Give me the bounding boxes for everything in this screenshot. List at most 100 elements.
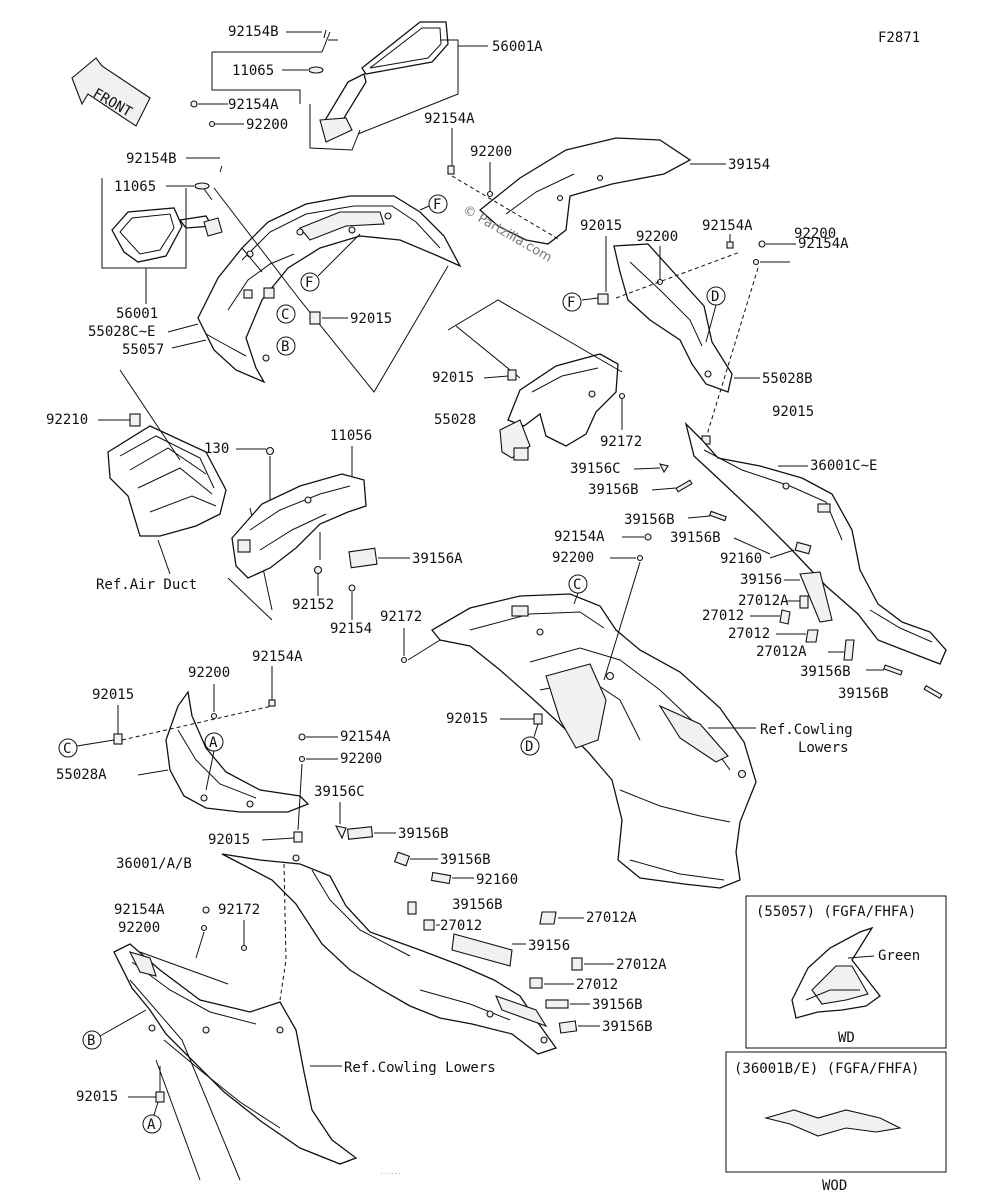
label-39156B: 39156B — [592, 997, 643, 1013]
label-56001A: 56001A — [492, 39, 543, 55]
callout-F — [428, 194, 448, 214]
leader-line — [213, 187, 449, 393]
label-39156C: 39156C — [570, 461, 621, 477]
callout-C — [58, 738, 78, 758]
mirror-right-part — [319, 21, 449, 143]
label-55028C-E: 55028C~E — [88, 324, 155, 340]
label-92015: 92015 — [208, 832, 250, 848]
label-27012A: 27012A — [738, 593, 789, 609]
label-92172: 92172 — [218, 902, 260, 918]
inset-1-note: Green — [878, 948, 920, 964]
label-27012: 27012 — [576, 977, 618, 993]
inner-cover-part — [499, 353, 619, 461]
label-55028: 55028 — [434, 412, 476, 428]
label-55057: 55057 — [122, 342, 164, 358]
label-27012: 27012 — [440, 918, 482, 934]
label-92154A: 92154A — [340, 729, 391, 745]
label-39156B: 39156B — [588, 482, 639, 498]
ref-cowling-lowers: Lowers — [798, 740, 849, 756]
label-11056: 11056 — [330, 428, 372, 444]
inset-1-caption: WD — [838, 1030, 855, 1046]
label-56001: 56001 — [116, 306, 158, 322]
windshield-part — [478, 137, 692, 245]
inset-2-title: (36001B/E) (FGFA/FHFA) — [734, 1061, 919, 1077]
leader-box — [211, 31, 331, 104]
callout-F — [300, 272, 320, 292]
label-39156A: 39156A — [412, 551, 463, 567]
lower-left-cowling-part — [113, 943, 358, 1165]
label-39156B: 39156B — [838, 686, 889, 702]
air-duct-part — [107, 413, 227, 537]
label-92154A: 92154A — [228, 97, 279, 113]
label-92200: 92200 — [340, 751, 382, 767]
svg-text:D: D — [525, 739, 533, 755]
label-27012A: 27012A — [756, 644, 807, 660]
label-27012A: 27012A — [616, 957, 667, 973]
label-39156B: 39156B — [452, 897, 503, 913]
label-92200: 92200 — [794, 226, 836, 242]
label-92015: 92015 — [92, 687, 134, 703]
label-55028B: 55028B — [762, 371, 813, 387]
label-92160: 92160 — [476, 872, 518, 888]
label-39156B: 39156B — [398, 826, 449, 842]
svg-text:C: C — [63, 741, 71, 757]
inner-panel-right-part — [613, 243, 733, 393]
label-39156B: 39156B — [624, 512, 675, 528]
label-92015: 92015 — [580, 218, 622, 234]
label-36001C-E: 36001C~E — [810, 458, 877, 474]
callout-A — [142, 1114, 162, 1134]
callout-C — [276, 304, 296, 324]
label-92172: 92172 — [380, 609, 422, 625]
svg-text:F: F — [567, 295, 575, 311]
label-92154A: 92154A — [252, 649, 303, 665]
callout-B — [82, 1030, 102, 1050]
inset-36001B-E: (36001B/E) (FGFA/FHFA) WOD — [725, 1051, 947, 1194]
label-36001AB: 36001/A/B — [116, 856, 192, 872]
label-92154: 92154 — [330, 621, 372, 637]
label-39156B: 39156B — [800, 664, 851, 680]
bracket-part — [231, 473, 367, 579]
callout-F — [562, 292, 582, 312]
label-39156B: 39156B — [440, 852, 491, 868]
svg-text:F: F — [305, 275, 313, 291]
label-39156B: 39156B — [602, 1019, 653, 1035]
label-39156C: 39156C — [314, 784, 365, 800]
label-27012: 27012 — [728, 626, 770, 642]
label-92200: 92200 — [552, 550, 594, 566]
label-92200: 92200 — [118, 920, 160, 936]
label-92200: 92200 — [470, 144, 512, 160]
svg-text:A: A — [147, 1117, 156, 1133]
label-92172: 92172 — [600, 434, 642, 450]
label-92154A: 92154A — [554, 529, 605, 545]
label-92015: 92015 — [76, 1089, 118, 1105]
label-39156: 39156 — [528, 938, 570, 954]
ref-air-duct: Ref.Air Duct — [96, 577, 197, 593]
svg-text:B: B — [87, 1033, 95, 1049]
label-11065: 11065 — [114, 179, 156, 195]
label-11065: 11065 — [232, 63, 274, 79]
side-cowling-upper-part — [684, 421, 947, 665]
ref-cowling-lowers: Ref.Cowling Lowers — [344, 1060, 496, 1076]
label-92015: 92015 — [446, 711, 488, 727]
leader-box — [309, 39, 459, 151]
label-92160: 92160 — [720, 551, 762, 567]
label-39154: 39154 — [728, 157, 770, 173]
label-92152: 92152 — [292, 597, 334, 613]
label-92200: 92200 — [246, 117, 288, 133]
label-92015: 92015 — [772, 404, 814, 420]
label-92015: 92015 — [350, 311, 392, 327]
label-27012A: 27012A — [586, 910, 637, 926]
upper-cowling-part — [197, 195, 462, 384]
svg-text:A: A — [209, 735, 218, 751]
label-92154A: 92154A — [798, 236, 849, 252]
label-92154B: 92154B — [126, 151, 177, 167]
label-sticker — [348, 547, 378, 569]
label-39156B: 39156B — [670, 530, 721, 546]
diagram-code: F2871 — [878, 30, 920, 46]
label-92210: 92210 — [46, 412, 88, 428]
svg-text:F: F — [433, 197, 441, 213]
svg-text:C: C — [281, 307, 289, 323]
inner-cowling-center-part — [431, 593, 757, 889]
label-92154A: 92154A — [702, 218, 753, 234]
